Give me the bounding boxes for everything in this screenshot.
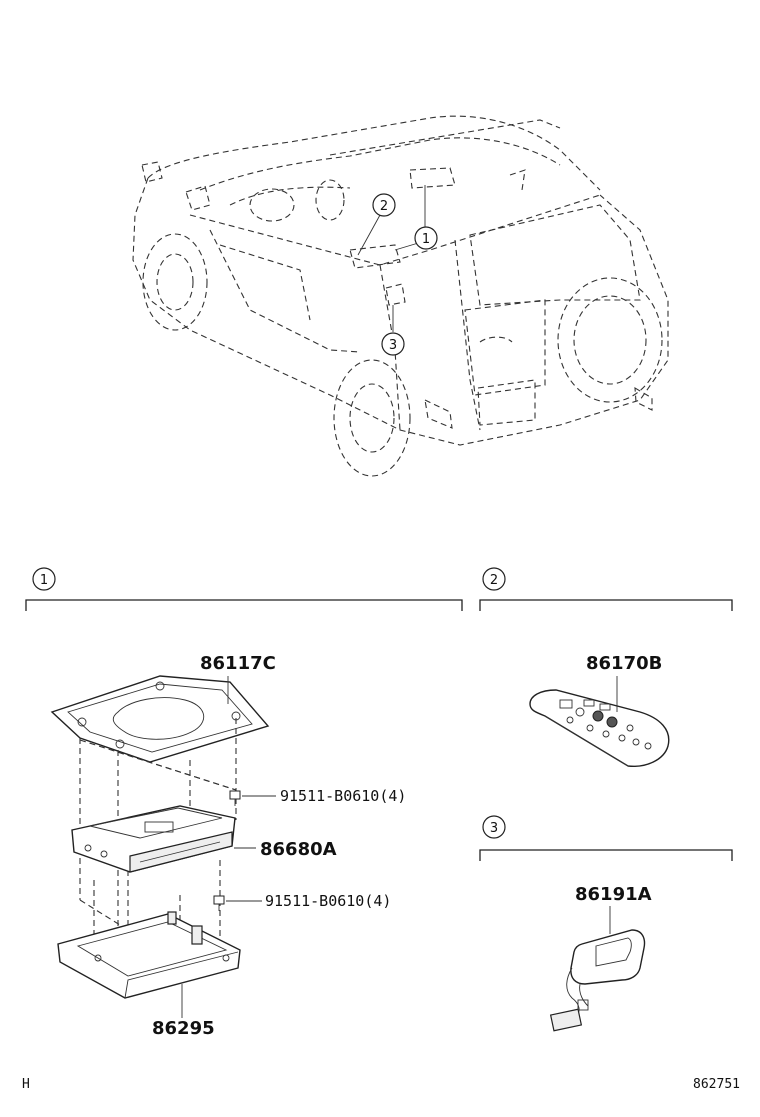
group-2-header: 2 [479,567,733,611]
vehicle-callouts: 1 2 3 [357,185,438,356]
svg-text:1: 1 [422,232,430,247]
part-label-86295: 86295 [152,1018,215,1039]
footer-code-left: H [22,1077,30,1092]
svg-text:3: 3 [490,821,498,836]
part-86170B-illustration [529,689,670,767]
bolt-2-illustration [213,895,225,911]
part-label-86170B: 86170B [586,653,662,674]
svg-text:3: 3 [389,338,397,353]
svg-text:2: 2 [490,573,498,588]
part-86295-illustration [57,911,241,999]
group-1-header: 1 [25,567,463,611]
vehicle-callout-3: 3 [381,332,405,356]
part-label-86680A: 86680A [260,839,337,860]
group-3-header: 3 [479,815,733,861]
svg-text:1: 1 [40,573,48,588]
vehicle-illustration [132,115,669,477]
part-86117C-illustration [50,675,270,763]
svg-text:2: 2 [380,199,388,214]
vehicle-callout-1: 1 [414,226,438,250]
vehicle-callout-2: 2 [372,193,396,217]
part-86191A-illustration [549,929,646,1032]
part-label-91511-B0610-lower: 91511-B0610(4) [265,892,391,910]
part-label-91511-B0610-upper: 91511-B0610(4) [280,787,406,805]
footer-code-right: 862751 [693,1077,740,1092]
part-86680A-illustration [71,805,236,873]
bolt-1-illustration [229,790,241,806]
part-label-86117C: 86117C [200,653,276,674]
part-label-86191A: 86191A [575,884,652,905]
